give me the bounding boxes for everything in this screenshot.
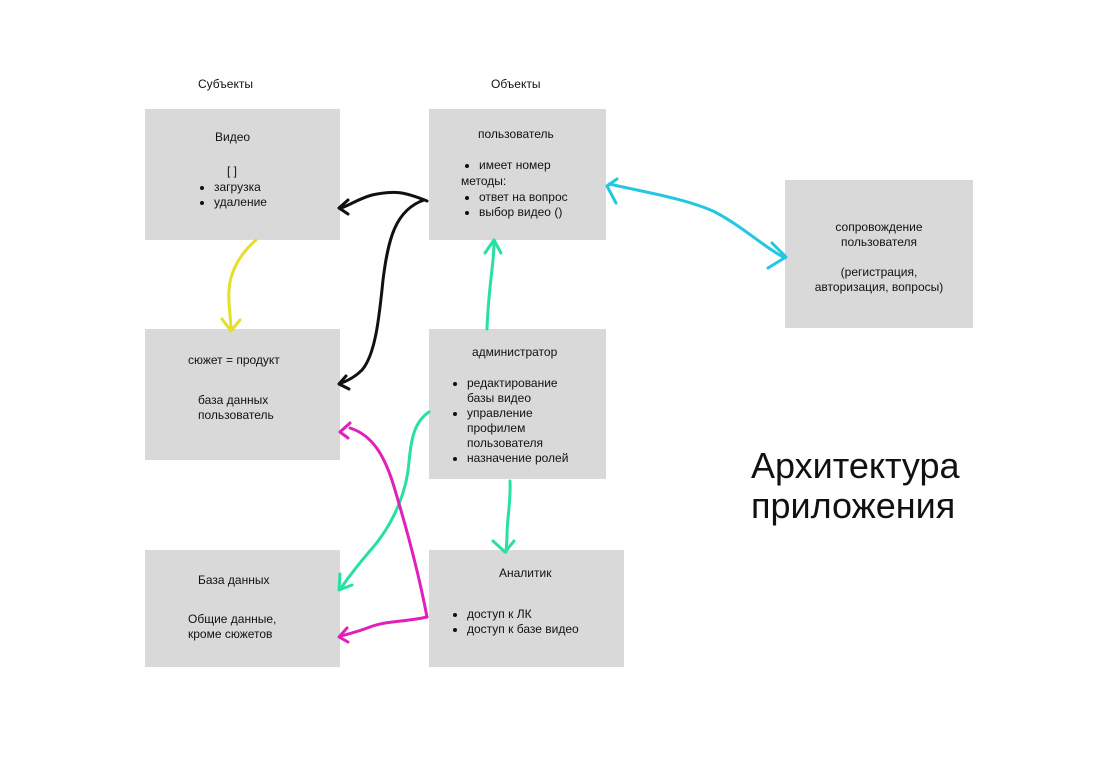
arrow-user-to-plot: [337, 198, 426, 391]
plot-box-line2: пользователь: [198, 408, 274, 422]
diagram-title-text: Архитектура приложения: [751, 445, 960, 526]
database-box-line1: Общие данные,: [188, 612, 277, 626]
arrow-user-support: [605, 177, 788, 270]
admin-box: администратор редактирование базы видео …: [429, 329, 606, 479]
user-box-methods-label: методы:: [461, 174, 507, 188]
user-box-list-methods: ответ на вопрос выбор видео (): [461, 190, 568, 220]
arrow-admin-to-analyst: [491, 479, 516, 554]
support-box-line4: авторизация, вопросы): [814, 280, 944, 294]
subjects-header: Субъекты: [198, 77, 253, 91]
arrow-user-to-video: [337, 190, 429, 216]
support-box-line3: (регистрация,: [840, 265, 918, 279]
arrow-admin-to-user: [483, 238, 503, 331]
list-item: выбор видео (): [479, 205, 568, 220]
plot-box-line1: база данных: [198, 393, 269, 407]
list-item: назначение ролей: [467, 451, 577, 466]
list-item: удаление: [214, 195, 267, 210]
video-box: Видео [ ] загрузка удаление: [145, 109, 340, 240]
support-box-line1: сопровождение: [835, 220, 923, 234]
arrow-video-to-plot: [220, 238, 258, 333]
analyst-box-list: доступ к ЛК доступ к базе видео: [449, 607, 579, 637]
admin-box-title: администратор: [472, 345, 558, 359]
database-box-line2: кроме сюжетов: [188, 627, 273, 641]
analyst-box-title: Аналитик: [499, 566, 552, 580]
database-box-title: База данных: [198, 573, 270, 587]
admin-box-list: редактирование базы видео управление про…: [449, 376, 577, 466]
user-box-title: пользователь: [478, 127, 554, 141]
list-item: управление профилем пользователя: [467, 406, 577, 451]
analyst-box: Аналитик доступ к ЛК доступ к базе видео: [429, 550, 624, 667]
database-box: База данных Общие данные, кроме сюжетов: [145, 550, 340, 667]
list-item: загрузка: [214, 180, 267, 195]
user-box: пользователь имеет номер методы: ответ н…: [429, 109, 606, 240]
plot-box-title: сюжет = продукт: [188, 353, 280, 367]
list-item: доступ к базе видео: [467, 622, 579, 637]
list-item: имеет номер: [479, 158, 551, 173]
support-box-line2: пользователя: [841, 235, 917, 249]
user-box-list-top: имеет номер: [461, 158, 551, 173]
list-item: ответ на вопрос: [479, 190, 568, 205]
video-box-bracket: [ ]: [227, 164, 238, 178]
diagram-title: Архитектура приложения: [751, 446, 991, 526]
plot-box: сюжет = продукт база данных пользователь: [145, 329, 340, 460]
list-item: доступ к ЛК: [467, 607, 579, 622]
list-item: редактирование базы видео: [467, 376, 577, 406]
video-box-list: загрузка удаление: [196, 180, 267, 210]
video-box-title: Видео: [215, 130, 251, 144]
objects-header: Объекты: [491, 77, 541, 91]
support-box: сопровождение пользователя (регистрация,…: [785, 180, 973, 328]
arrow-analyst-to-plot-db: [337, 421, 429, 644]
